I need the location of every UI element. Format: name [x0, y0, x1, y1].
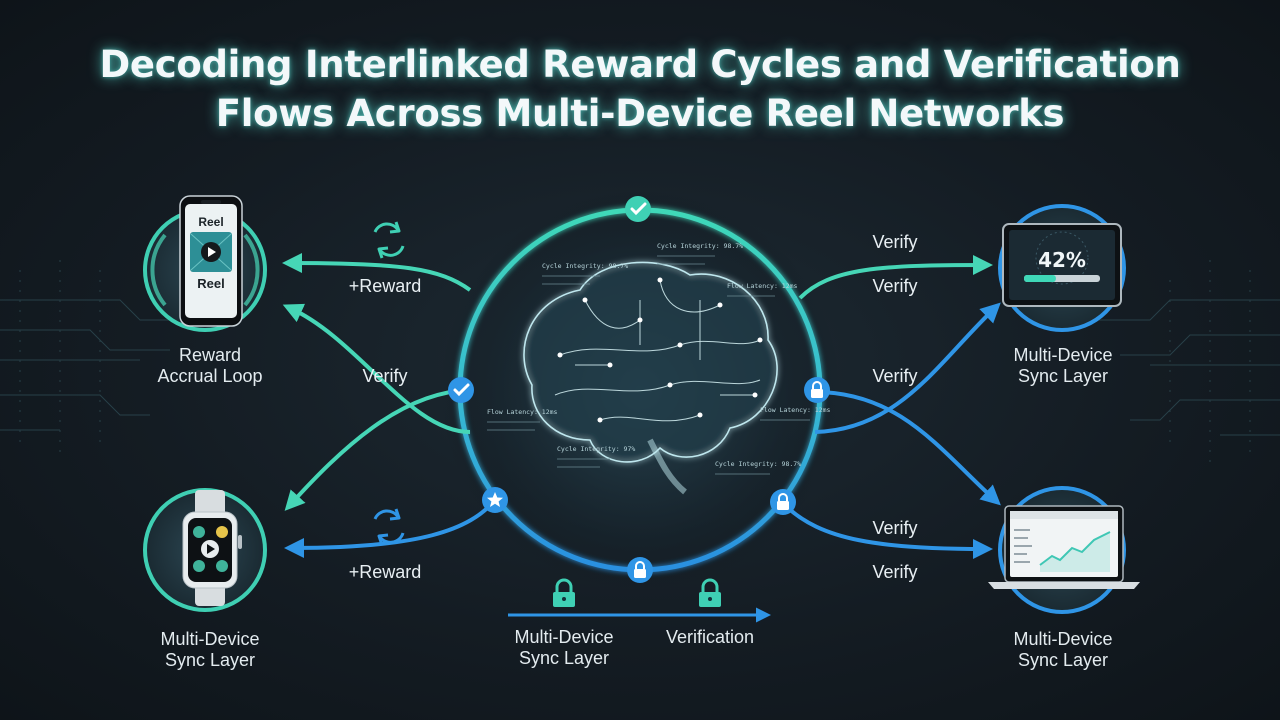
title-line-2: Flows Across Multi-Device Reel Networks: [215, 92, 1065, 135]
tablet-icon: [1002, 223, 1122, 307]
caption-line: Multi-Device: [1013, 629, 1113, 649]
phone-icon: [179, 195, 243, 327]
flow-bottom-left-reward: [284, 498, 497, 558]
label-verify-right-4: Verify: [872, 518, 918, 538]
flow-top-left-arrow: [282, 253, 472, 292]
caption-line: Sync Layer: [1017, 650, 1109, 670]
flow-bottom-right-verify: [783, 503, 993, 559]
label-verify-right-2: Verify: [872, 276, 918, 296]
label-reward-top: +Reward: [348, 276, 422, 296]
flow-right-to-tablet: [814, 302, 1001, 434]
caption-line: Sync Layer: [164, 650, 256, 670]
padlock-icon: [627, 557, 653, 583]
caption-line: Reward: [178, 345, 242, 365]
annotation-text: Cycle Integrity: 98.7%: [715, 460, 801, 468]
background-circuit-right: [1080, 260, 1280, 470]
star-icon: [482, 487, 508, 513]
caption-line: Multi-Device: [160, 629, 260, 649]
annotation-text: Flow Latency: 12ms: [727, 282, 798, 290]
padlock-icon: [804, 377, 830, 403]
caption-line: Sync Layer: [518, 648, 610, 668]
annotation-filler-lines: [487, 255, 810, 475]
page-title: Decoding Interlinked Reward Cycles and V…: [0, 40, 1280, 138]
tablet-progress-fill: [1024, 275, 1056, 282]
caption-line: Accrual Loop: [157, 366, 263, 386]
caption-tablet-sync-layer: Multi-Device Sync Layer: [983, 345, 1143, 387]
label-verify-right-1: Verify: [872, 232, 918, 252]
annotation-text: Cycle Integrity: 97%: [557, 445, 635, 453]
padlock-icon: [553, 578, 575, 607]
annotation-text: Flow Latency: 12ms: [760, 406, 831, 414]
label-reward-bottom: +Reward: [348, 562, 422, 582]
caption-bottom-sync-layer: Multi-Device Sync Layer: [484, 627, 644, 669]
smartwatch-icon: [182, 490, 242, 606]
label-verify-right-5: Verify: [872, 562, 918, 582]
refresh-cycle-icon: [373, 508, 405, 546]
phone-top-text: Reel: [198, 215, 223, 229]
padlock-icon: [699, 578, 721, 607]
caption-laptop-sync-layer: Multi-Device Sync Layer: [983, 629, 1143, 671]
annotation-text: Flow Latency: 12ms: [487, 408, 558, 416]
title-line-1: Decoding Interlinked Reward Cycles and V…: [99, 43, 1181, 86]
caption-line: Multi-Device: [514, 627, 614, 647]
flow-top-right-verify: [798, 255, 993, 300]
annotation-text: Cycle Integrity: 98.7%: [657, 242, 743, 250]
caption-line: Sync Layer: [1017, 366, 1109, 386]
neural-brain-icon: [523, 261, 778, 495]
caption-verification: Verification: [665, 627, 755, 647]
refresh-cycle-icon: [373, 221, 405, 259]
caption-watch-sync-layer: Multi-Device Sync Layer: [130, 629, 290, 671]
padlock-icon: [770, 489, 796, 515]
phone-bottom-text: Reel: [197, 276, 224, 291]
caption-reward-accrual-loop: Reward Accrual Loop: [130, 345, 290, 387]
brain-annotations: Cycle Integrity: 98.7% Flow Latency: 12m…: [487, 242, 831, 468]
annotation-text: Cycle Integrity: 98.7%: [542, 262, 628, 270]
tablet-percent: 42%: [1038, 248, 1086, 272]
label-verify-left: Verify: [362, 366, 408, 386]
label-verify-right-3: Verify: [872, 366, 918, 386]
laptop-icon: [988, 505, 1140, 589]
flow-mid-left-verify: [284, 388, 471, 511]
checkmark-icon: [448, 377, 474, 403]
caption-line: Multi-Device: [1013, 345, 1113, 365]
flow-right-to-laptop: [814, 390, 1001, 506]
checkmark-icon: [625, 196, 651, 222]
flow-top-left-loop: [282, 303, 471, 434]
